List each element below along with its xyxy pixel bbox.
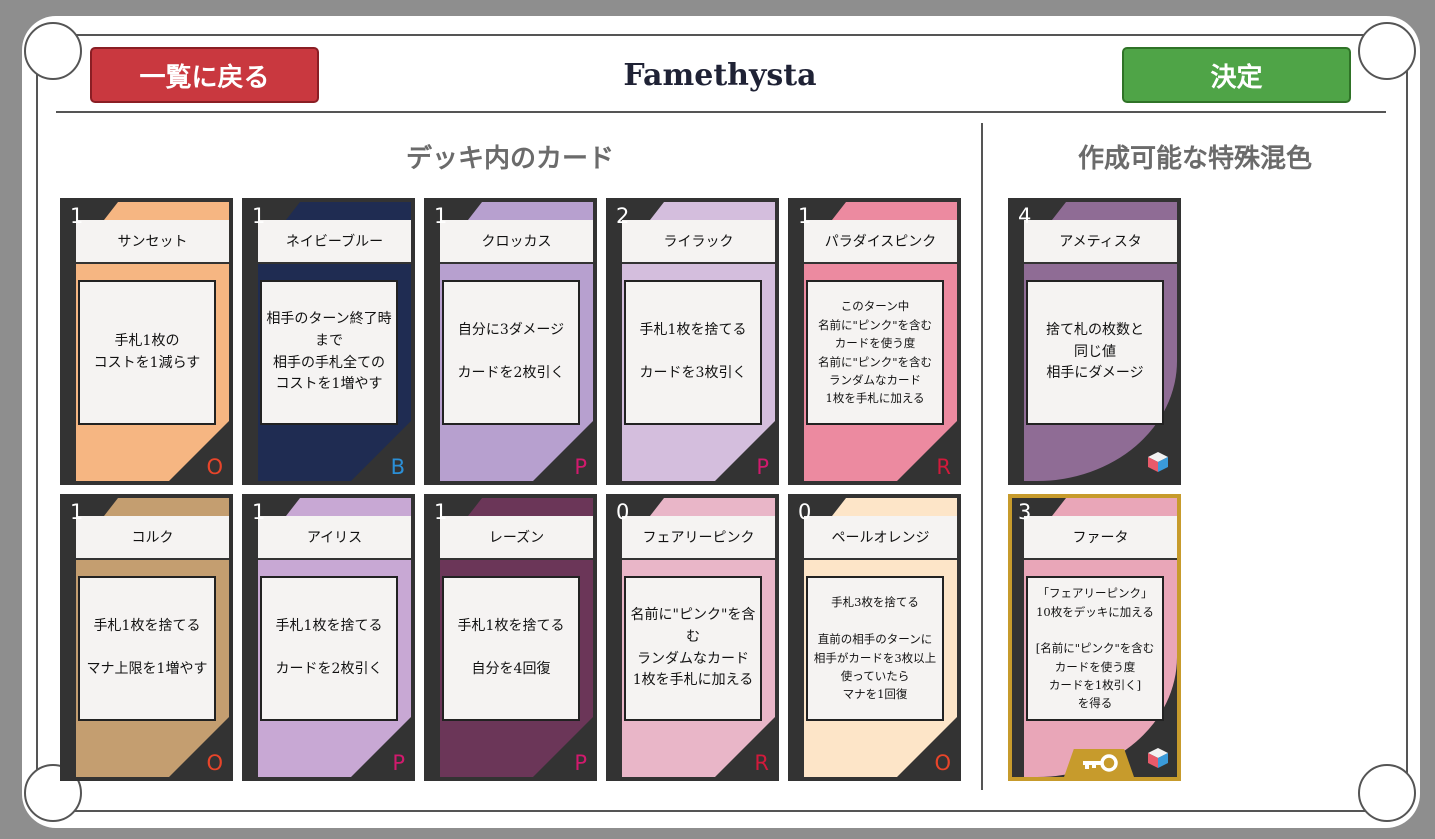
card-cost: 1 [252, 204, 266, 228]
card-attribute: R [754, 751, 769, 775]
card-name: パラダイスピンク [804, 220, 957, 262]
card-attribute: P [756, 455, 769, 479]
header-divider [56, 111, 1386, 113]
back-to-list-button[interactable]: 一覧に戻る [90, 47, 319, 103]
card-color-band [832, 498, 957, 516]
key-icon [1064, 749, 1134, 777]
deck-section-title: デッキ内のカード [405, 144, 614, 174]
confirm-button[interactable]: 決定 [1122, 47, 1351, 103]
card-name: ライラック [622, 220, 775, 262]
card-effect-text: 捨て札の枚数と 同じ値 相手にダメージ [1026, 280, 1164, 425]
card-effect-text: 自分に3ダメージ カードを2枚引く [442, 280, 580, 425]
ornate-frame [36, 34, 1408, 812]
card-attribute: P [574, 455, 587, 479]
card-color-band [104, 202, 229, 220]
card-name: ネイビーブルー [258, 220, 411, 262]
deck-title: Famethysta [623, 58, 817, 93]
mix-cube-icon [1148, 452, 1168, 472]
card-color-band [286, 202, 411, 220]
card-color-band [650, 202, 775, 220]
card-name: アイリス [258, 516, 411, 558]
card-color-band [468, 498, 593, 516]
card-color-band [1052, 498, 1177, 516]
card-effect-text: このターン中 名前に"ピンク"を含む カードを使う度 名前に"ピンク"を含む ラ… [806, 280, 944, 425]
card-cost: 1 [70, 204, 84, 228]
card-name: レーズン [440, 516, 593, 558]
card-effect-text: 手札1枚を捨てる 自分を4回復 [442, 576, 580, 721]
card-effect-text: 相手のターン終了時まで 相手の手札全ての コストを1増やす [260, 280, 398, 425]
card-effect-text: 名前に"ピンク"を含む ランダムなカード 1枚を手札に加える [624, 576, 762, 721]
section-divider [981, 123, 983, 790]
card-cost: 3 [1018, 500, 1032, 524]
card-color-band [832, 202, 957, 220]
card-cost: 1 [70, 500, 84, 524]
card-cost: 0 [798, 500, 812, 524]
card-cost: 1 [434, 204, 448, 228]
card-attribute: B [390, 455, 405, 479]
card-color-band [1052, 202, 1177, 220]
frame-ornament-tr [1358, 22, 1416, 80]
card-name: コルク [76, 516, 229, 558]
card-effect-text: 手札3枚を捨てる 直前の相手のターンに 相手がカードを3枚以上 使っていたら マ… [806, 576, 944, 721]
frame-ornament-br [1358, 764, 1416, 822]
card-color-band [468, 202, 593, 220]
card-cost: 4 [1018, 204, 1032, 228]
card-cost: 1 [434, 500, 448, 524]
card-effect-text: 手札1枚を捨てる マナ上限を1増やす [78, 576, 216, 721]
card-attribute: O [206, 455, 223, 479]
card-color-band [286, 498, 411, 516]
card-effect-text: 手札1枚を捨てる カードを2枚引く [260, 576, 398, 721]
card-attribute: O [934, 751, 951, 775]
card-name: ファータ [1024, 516, 1177, 558]
card-attribute: R [936, 455, 951, 479]
special-section-title: 作成可能な特殊混色 [1077, 144, 1312, 174]
card-cost: 1 [252, 500, 266, 524]
mix-cube-icon [1148, 748, 1168, 768]
card-effect-text: 手札1枚の コストを1減らす [78, 280, 216, 425]
card-name: クロッカス [440, 220, 593, 262]
card-cost: 0 [616, 500, 630, 524]
card-name: アメティスタ [1024, 220, 1177, 262]
card-name: フェアリーピンク [622, 516, 775, 558]
card-effect-text: 手札1枚を捨てる カードを3枚引く [624, 280, 762, 425]
card-color-band [104, 498, 229, 516]
card-attribute: P [574, 751, 587, 775]
card-color-band [650, 498, 775, 516]
frame-ornament-tl [24, 22, 82, 80]
card-attribute: P [392, 751, 405, 775]
card-attribute: O [206, 751, 223, 775]
card-name: サンセット [76, 220, 229, 262]
card-cost: 1 [798, 204, 812, 228]
card-cost: 2 [616, 204, 630, 228]
card-name: ペールオレンジ [804, 516, 957, 558]
card-effect-text: 「フェアリーピンク」 10枚をデッキに加える [名前に"ピンク"を含む カードを… [1026, 576, 1164, 721]
